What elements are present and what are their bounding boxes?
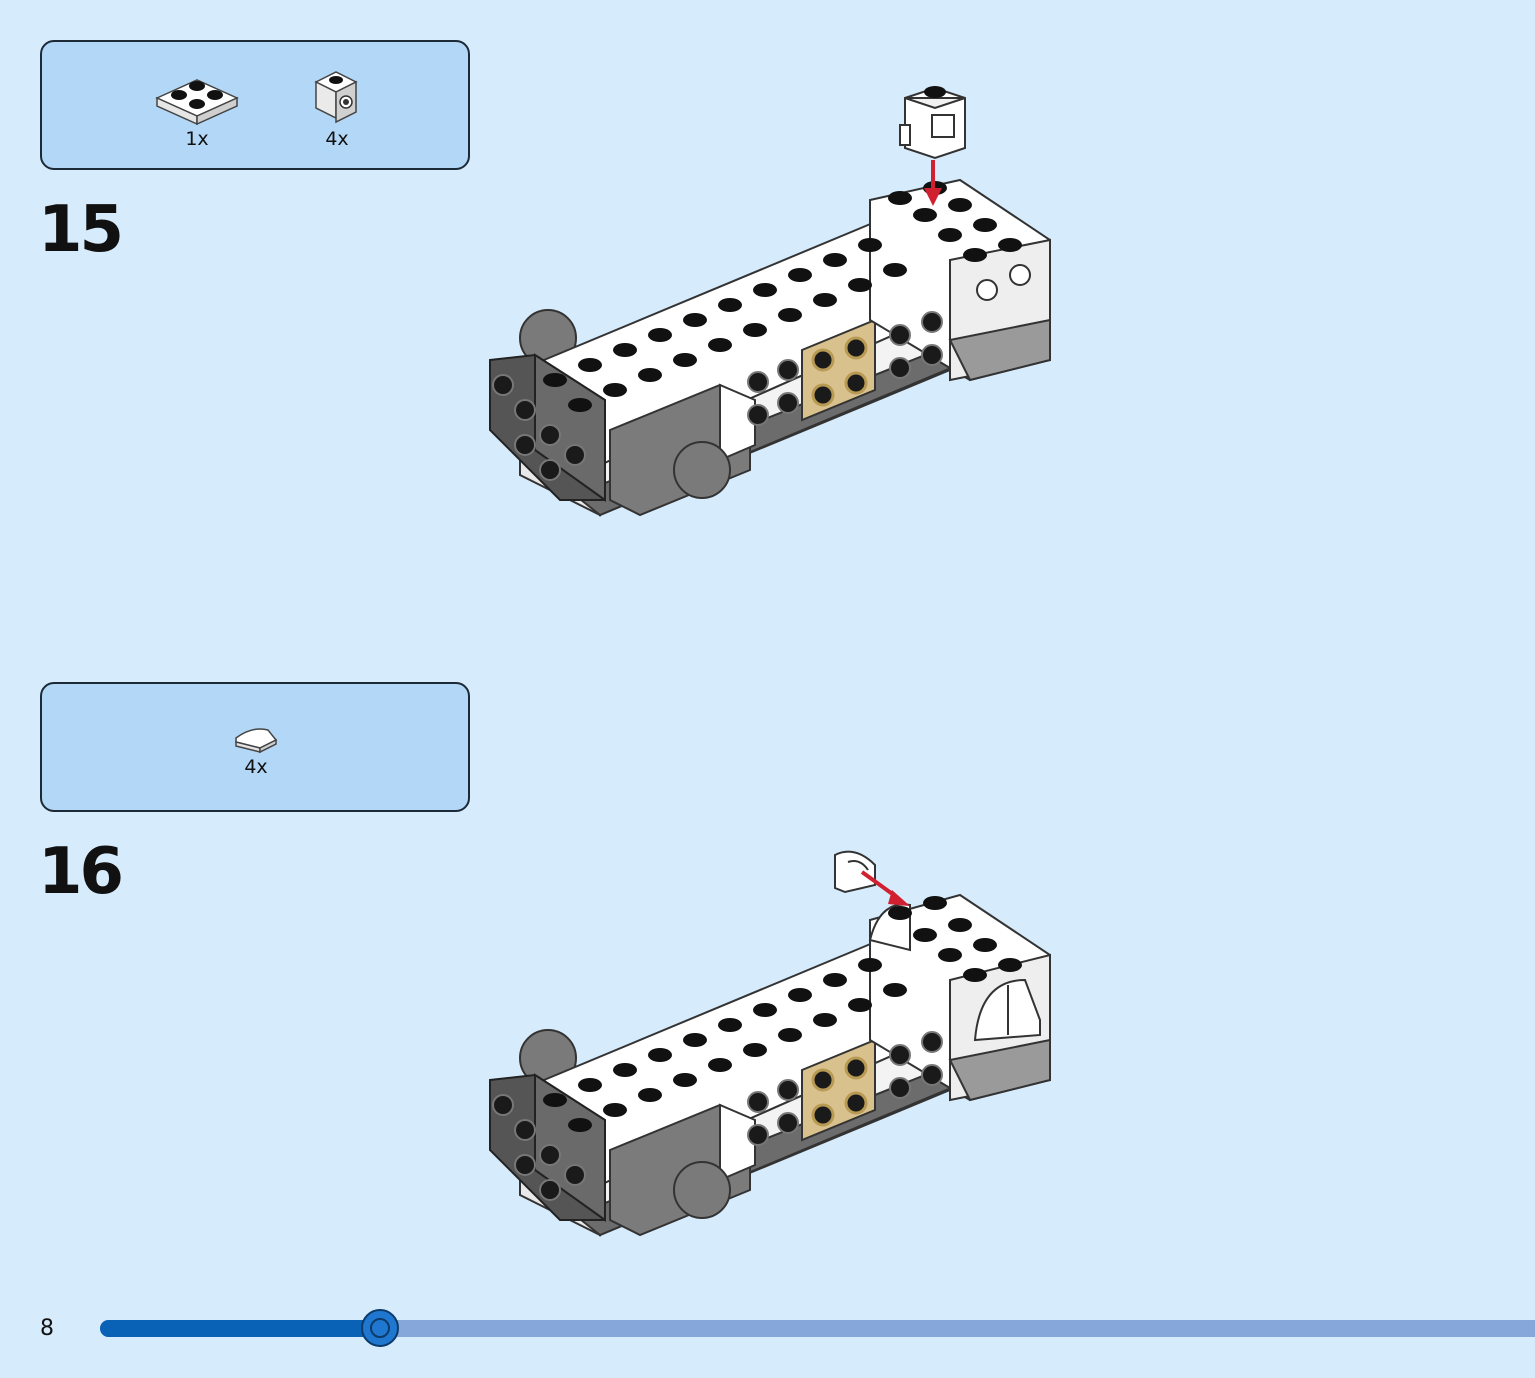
progress-bar xyxy=(100,1309,1535,1347)
plate-2x2-icon xyxy=(155,79,239,126)
step-number: 16 xyxy=(38,835,124,909)
progress-fill xyxy=(100,1320,380,1337)
bracket-1x1-icon xyxy=(314,71,358,124)
step-number: 15 xyxy=(38,193,124,267)
part-quantity: 4x xyxy=(244,756,268,778)
assembly-illustration-step-16 xyxy=(489,850,1051,1237)
part-quantity: 4x xyxy=(325,128,349,150)
curved-slope-icon xyxy=(235,728,278,754)
assembly-illustration-step-15 xyxy=(489,86,1051,517)
parts-list-step-15: 1x 4x xyxy=(40,40,470,170)
part-curved-slope: 4x xyxy=(232,724,280,778)
part-plate-2x2: 1x xyxy=(152,68,242,150)
parts-list-step-16: 4x xyxy=(40,682,470,812)
progress-knob[interactable] xyxy=(360,1309,399,1347)
page-number: 8 xyxy=(40,1316,54,1341)
part-quantity: 1x xyxy=(185,128,209,150)
part-bracket: 4x xyxy=(312,68,362,150)
